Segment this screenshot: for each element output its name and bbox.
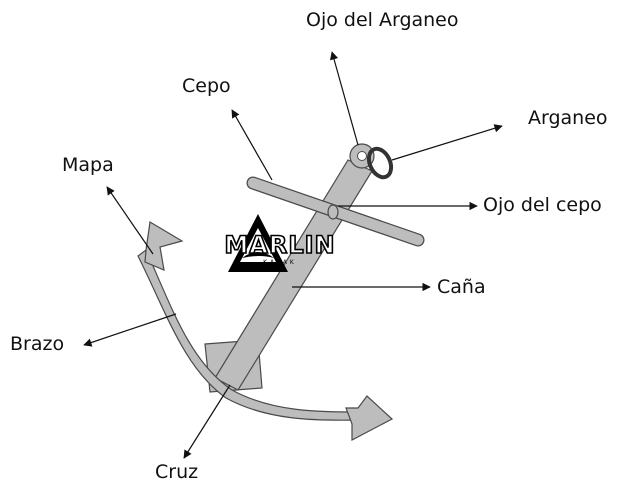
left-fluke <box>144 221 184 271</box>
label-ojo-del-cepo: Ojo del cepo <box>483 194 602 216</box>
label-brazo: Brazo <box>10 333 65 355</box>
logo-triangle <box>228 214 288 272</box>
shank-eye-hole <box>357 151 367 161</box>
leader-brazo <box>83 313 177 347</box>
leader-arganeo <box>391 124 503 161</box>
label-ojo-del-arganeo: Ojo del Arganeo <box>306 9 459 31</box>
stock-eye <box>327 204 339 220</box>
marlin-kayak-logo: MARLIN KAYAK <box>218 210 342 274</box>
label-cana: Caña <box>437 276 486 298</box>
leader-mapa <box>106 186 154 255</box>
label-mapa: Mapa <box>62 154 114 176</box>
label-cruz: Cruz <box>155 461 199 483</box>
anchor-ring <box>366 146 394 180</box>
leader-cepo <box>231 109 273 181</box>
label-arganeo: Arganeo <box>528 107 608 129</box>
leader-ojo-arganeo <box>329 51 359 146</box>
logo-wordmark: MARLIN <box>224 230 336 260</box>
leader-cruz <box>183 384 231 459</box>
logo-subtext: KAYAK <box>263 259 297 266</box>
right-fluke <box>345 395 394 441</box>
label-cepo: Cepo <box>182 75 231 97</box>
